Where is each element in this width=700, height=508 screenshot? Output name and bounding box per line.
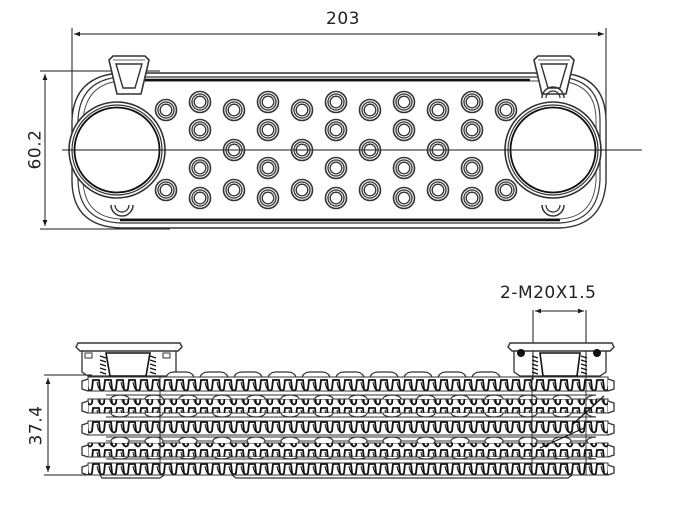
top-bumps [165,371,501,378]
right-port [498,101,642,199]
left-fitting [75,342,183,377]
right-top-hole [541,86,565,99]
side-view [44,308,615,479]
right-fitting [507,342,615,377]
hole [154,98,178,122]
left-port [62,101,172,199]
height-dimension-label: 60.2 [25,129,46,170]
right-bottom-hole [541,204,565,217]
hole [494,98,518,122]
left-lug [108,55,150,95]
hole [154,178,178,202]
thread-callout-label: 2-M20X1.5 [500,283,597,303]
top-view [40,28,642,230]
cooler-body-outline [71,72,607,229]
hole [494,178,518,202]
left-bottom-hole [110,204,134,217]
right-lug [533,55,575,95]
width-dimension-label: 203 [326,9,360,29]
plate-stack [81,376,615,479]
side-height-dimension-label: 37.4 [26,405,47,446]
